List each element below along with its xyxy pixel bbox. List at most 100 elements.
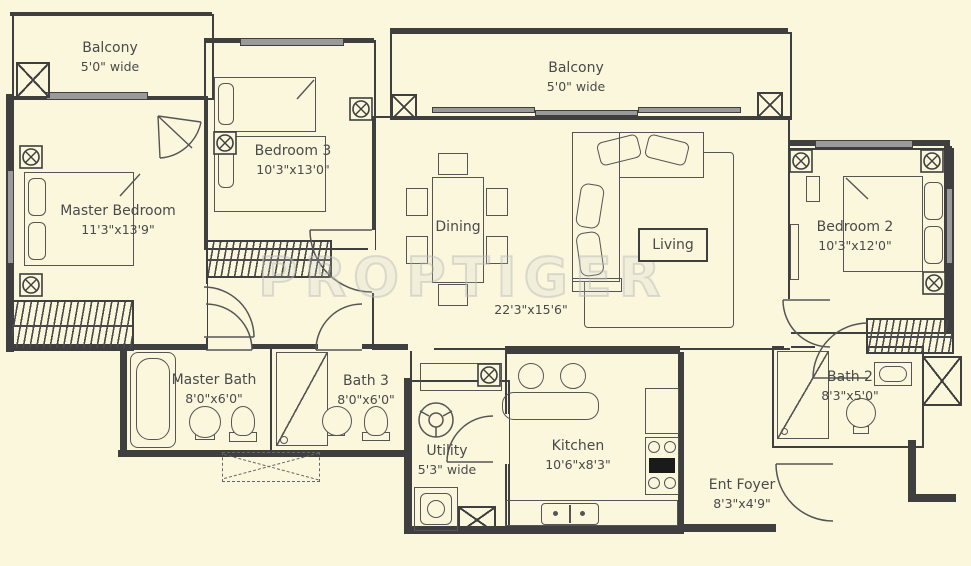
bathtub (130, 352, 176, 448)
door-opening (408, 342, 434, 351)
chair (486, 236, 508, 264)
living-dining-dim: 22'3"x15'6" (494, 301, 568, 317)
sink-bowl (518, 363, 544, 389)
wall (390, 28, 788, 33)
wash-basin (879, 366, 907, 382)
chair (406, 188, 428, 216)
window (46, 92, 148, 100)
chair (438, 284, 468, 306)
master-bedroom-label: Master Bedroom 11'3"x13'9" (60, 202, 176, 238)
pillow (218, 144, 234, 188)
door-arc (775, 463, 834, 522)
sink-drain (580, 511, 585, 516)
duct-shaft (391, 94, 417, 120)
wall (505, 346, 680, 353)
wash-basin-counter (874, 362, 912, 386)
master-bath-label: Master Bath 8'0"x6'0" (171, 371, 257, 407)
wall (404, 378, 411, 534)
dining-table (432, 177, 484, 283)
sliding-door (638, 107, 741, 113)
kitchen-counter (505, 500, 678, 526)
shower (276, 352, 328, 446)
single-bed (214, 77, 316, 132)
wardrobe (866, 318, 954, 354)
balcony-top-room (390, 32, 792, 120)
washing-machine (414, 487, 458, 531)
wall (10, 12, 212, 16)
kitchen-counter (420, 363, 502, 391)
door-opening (208, 342, 252, 351)
window (240, 38, 344, 46)
washing-machine-drum (420, 493, 452, 525)
wall (680, 524, 776, 532)
single-bed (214, 136, 326, 212)
pillow (924, 182, 943, 220)
double-bed (843, 176, 923, 272)
wall (404, 526, 682, 534)
bedroom2-label: Bedroom 2 10'3"x12'0" (816, 218, 894, 254)
window (815, 140, 913, 148)
duct-shaft (922, 356, 962, 406)
wall (908, 440, 916, 502)
utility-label: Utility 5'3" wide (417, 442, 477, 478)
door-opening (784, 299, 791, 348)
double-bed (24, 172, 134, 266)
ledge (222, 452, 320, 482)
niche (806, 176, 820, 202)
window (7, 170, 14, 264)
wall (678, 352, 684, 532)
duct-shaft (458, 506, 496, 534)
pillow (218, 83, 234, 125)
watermark: PROPTIGER (257, 245, 668, 310)
pillow (924, 226, 943, 264)
sliding-door (535, 110, 638, 116)
bedroom3-label: Bedroom 3 10'3"x13'0" (254, 142, 332, 178)
toilet (364, 406, 388, 436)
living-label-text: Living (652, 237, 694, 253)
burner (664, 441, 676, 453)
kitchen-cabinet (645, 388, 679, 434)
wash-basin (189, 406, 221, 438)
washing-machine-door (427, 500, 445, 518)
wash-basin (322, 406, 352, 436)
burner (648, 441, 660, 453)
door-opening (815, 342, 867, 351)
stove (645, 437, 679, 495)
kitchen-island (502, 392, 599, 420)
chair (406, 236, 428, 264)
living-label: Living (638, 228, 708, 262)
pillow (28, 178, 46, 216)
stove-panel (649, 458, 675, 473)
door-opening (318, 342, 362, 351)
burner (664, 477, 676, 489)
wardrobe (10, 300, 134, 350)
chair (438, 153, 468, 175)
wall (120, 346, 127, 454)
wall (118, 450, 412, 457)
shower-drain (781, 428, 788, 435)
balcony-left-label: Balcony 5'0" wide (80, 39, 140, 75)
shower-drain (280, 436, 288, 444)
sink-drain (553, 511, 558, 516)
sofa (572, 132, 620, 282)
sofa-armrest (572, 278, 622, 292)
duct-shaft (757, 92, 783, 118)
bathtub-inner (136, 358, 170, 440)
chair (486, 188, 508, 216)
sliding-door (432, 107, 535, 113)
kitchen-label: Kitchen 10'6"x8'3" (545, 437, 611, 473)
dining-label: Dining (435, 218, 481, 235)
window (946, 188, 953, 264)
ent-foyer-label: Ent Foyer 8'3"x4'9" (708, 476, 776, 512)
toilet (231, 406, 255, 436)
sink-divider (569, 505, 571, 523)
tv-unit (790, 224, 799, 280)
toilet (846, 398, 876, 428)
burner (648, 477, 660, 489)
bath3-label: Bath 3 8'0"x6'0" (337, 372, 395, 408)
pillow (28, 222, 46, 260)
door-opening (200, 284, 207, 338)
wall (908, 494, 956, 502)
duct-shaft (16, 62, 50, 98)
